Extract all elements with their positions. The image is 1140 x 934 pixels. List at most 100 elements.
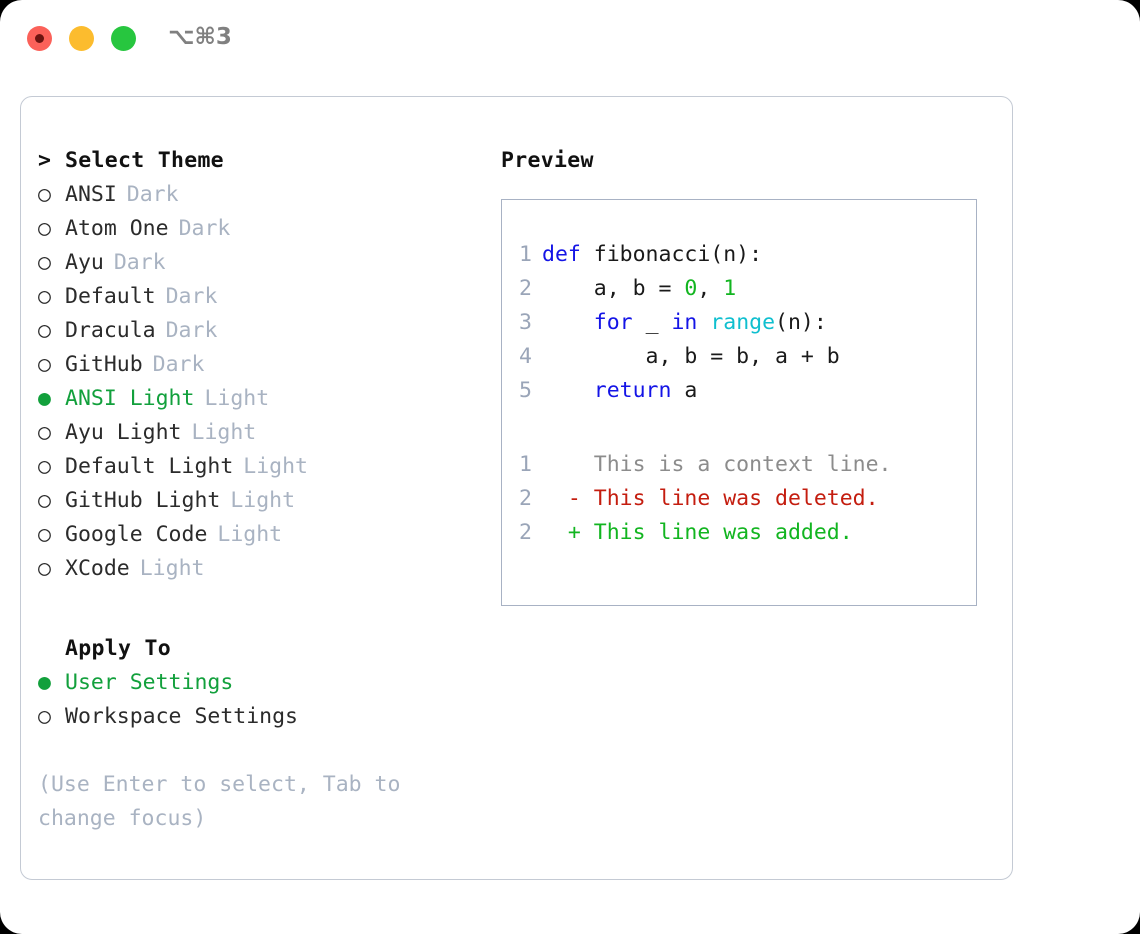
code-line: 4 a, b = b, a + b <box>502 340 976 374</box>
code-token: _ <box>632 310 672 335</box>
theme-variant-badge: Light <box>230 488 296 513</box>
radio-unselected-icon[interactable]: ○ <box>38 454 51 479</box>
radio-unselected-icon[interactable]: ○ <box>38 182 51 207</box>
code-token: 0 <box>684 276 698 301</box>
radio-unselected-icon[interactable]: ○ <box>38 522 51 547</box>
theme-name-label: Dracula <box>65 318 156 343</box>
theme-list-item[interactable]: ● ANSI Light Light <box>38 382 478 416</box>
radio-unselected-icon[interactable]: ○ <box>38 352 51 377</box>
apply-to-label: User Settings <box>65 670 234 695</box>
theme-list-item[interactable]: ○ GitHub Light Light <box>38 484 478 518</box>
code-line-text: a, b = b, a + b <box>542 340 840 374</box>
theme-name-label: GitHub <box>65 352 143 377</box>
apply-to-list: ● User Settings ○ Workspace Settings <box>38 666 478 734</box>
code-line: 3 for _ in range(n): <box>502 306 976 340</box>
theme-name-label: Google Code <box>65 522 208 547</box>
diff-line-text: This is a context line. <box>593 452 892 477</box>
diff-sign: + <box>542 520 594 545</box>
diff-line-text: This line was deleted. <box>593 486 879 511</box>
line-number: 2 <box>519 276 532 301</box>
code-token: return <box>593 378 672 403</box>
code-token: 1 <box>723 276 737 301</box>
theme-variant-badge: Dark <box>165 318 218 343</box>
theme-list-item[interactable]: ○ Default Light Light <box>38 450 478 484</box>
radio-unselected-icon[interactable]: ○ <box>38 704 51 729</box>
hint-gap <box>38 734 478 768</box>
line-number: 5 <box>519 378 532 403</box>
radio-unselected-icon[interactable]: ○ <box>38 250 51 275</box>
theme-list-item[interactable]: ○ GitHub Dark <box>38 348 478 382</box>
keyboard-shortcut-label: ⌥⌘3 <box>168 24 232 50</box>
radio-selected-icon[interactable]: ● <box>38 386 51 411</box>
theme-variant-badge: Dark <box>152 352 205 377</box>
diff-line: 2 + This line was added. <box>502 516 976 550</box>
radio-unselected-icon[interactable]: ○ <box>38 216 51 241</box>
line-number: 1 <box>519 242 532 267</box>
theme-variant-badge: Light <box>217 522 283 547</box>
line-number: 4 <box>519 344 532 369</box>
theme-variant-badge: Light <box>243 454 309 479</box>
line-number: 3 <box>519 310 532 335</box>
code-token: in <box>671 310 698 335</box>
select-theme-heading: > Select Theme <box>38 144 478 178</box>
diff-line: 1 This is a context line. <box>502 448 976 482</box>
radio-unselected-icon[interactable]: ○ <box>38 556 51 581</box>
code-token <box>697 310 710 335</box>
minimize-window-button[interactable] <box>69 26 94 51</box>
code-token <box>542 378 594 403</box>
theme-name-label: ANSI Light <box>65 386 195 411</box>
code-line-text: for _ in range(n): <box>542 306 827 340</box>
theme-name-label: GitHub Light <box>65 488 221 513</box>
theme-name-label: XCode <box>65 556 130 581</box>
diff-line: 2 - This line was deleted. <box>502 482 976 516</box>
select-theme-heading-label: Select Theme <box>65 148 224 173</box>
apply-to-heading: Apply To <box>65 636 171 661</box>
section-gap <box>38 586 478 632</box>
theme-variant-badge: Light <box>204 386 270 411</box>
cursor-caret-icon: > <box>38 148 51 173</box>
theme-list-item[interactable]: ○ Google Code Light <box>38 518 478 552</box>
radio-unselected-icon[interactable]: ○ <box>38 488 51 513</box>
theme-name-label: Default Light <box>65 454 234 479</box>
code-line-text: a, b = 0, 1 <box>542 272 736 306</box>
code-line-text: return a <box>542 374 698 408</box>
code-token: def <box>542 242 594 267</box>
diff-sign <box>542 448 594 482</box>
line-number: 2 <box>519 486 532 511</box>
radio-selected-icon[interactable]: ● <box>38 670 51 695</box>
theme-list-item[interactable]: ○ Dracula Dark <box>38 314 478 348</box>
keyboard-hint-text: (Use Enter to select, Tab to change focu… <box>38 772 401 831</box>
code-token: range <box>710 310 776 335</box>
radio-unselected-icon[interactable]: ○ <box>38 420 51 445</box>
code-line: 5 return a <box>502 374 976 408</box>
apply-to-item[interactable]: ○ Workspace Settings <box>38 700 478 734</box>
code-line: 2 a, b = 0, 1 <box>502 272 976 306</box>
theme-variant-badge: Dark <box>126 182 179 207</box>
diff-line-text: This line was added. <box>593 520 853 545</box>
maximize-window-button[interactable] <box>111 26 136 51</box>
preview-gap <box>502 408 976 448</box>
diff-sample: 1 This is a context line.2 - This line w… <box>502 448 976 550</box>
code-token: a, b = <box>542 276 685 301</box>
code-token <box>542 310 594 335</box>
theme-name-label: Ayu <box>65 250 104 275</box>
close-window-button[interactable] <box>27 26 52 51</box>
apply-to-item[interactable]: ● User Settings <box>38 666 478 700</box>
radio-unselected-icon[interactable]: ○ <box>38 284 51 309</box>
theme-name-label: Atom One <box>65 216 169 241</box>
radio-unselected-icon[interactable]: ○ <box>38 318 51 343</box>
code-token: a <box>671 378 698 403</box>
apply-to-label: Workspace Settings <box>65 704 298 729</box>
code-token: for <box>593 310 633 335</box>
